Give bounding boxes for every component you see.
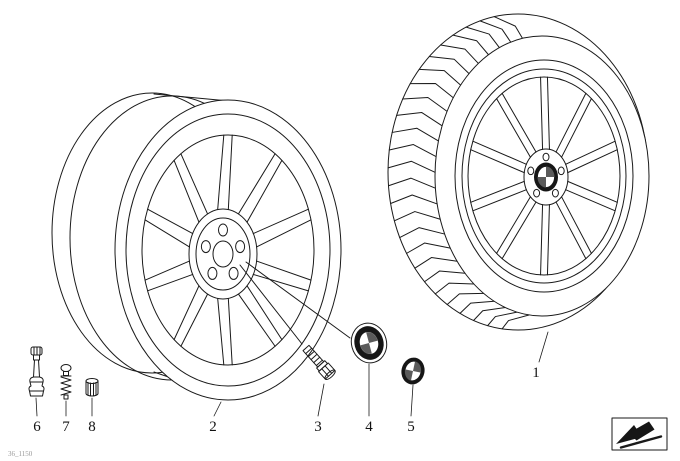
rim-spoke-outer-boundary bbox=[141, 134, 315, 366]
tire-tread-pattern bbox=[387, 16, 530, 330]
hub-cap-drawing bbox=[350, 322, 388, 364]
valve-cap-drawing bbox=[85, 378, 99, 397]
wheel-bolt-drawing bbox=[302, 344, 336, 381]
rim-barrel-top-line bbox=[153, 93, 230, 102]
assembly-axis-lines bbox=[239, 261, 351, 345]
diagram-code: 36_1150 bbox=[8, 450, 33, 458]
callout-3-label[interactable]: 3 bbox=[314, 419, 322, 435]
callout-4[interactable]: 4 bbox=[365, 363, 373, 435]
callout-1[interactable]: 1 bbox=[532, 331, 549, 381]
callout-7[interactable]: 7 bbox=[62, 400, 70, 435]
bmw-roundel-center-cap bbox=[534, 162, 558, 192]
callout-1-label[interactable]: 1 bbox=[532, 365, 540, 381]
wheel-spokes bbox=[470, 76, 618, 276]
rim-flange bbox=[125, 113, 331, 387]
callout-6-label[interactable]: 6 bbox=[33, 419, 41, 435]
rim-hub-ring bbox=[195, 217, 251, 291]
valve-stem-drawing bbox=[28, 346, 45, 397]
callout-2[interactable]: 2 bbox=[209, 401, 222, 435]
callout-8[interactable]: 8 bbox=[88, 397, 96, 435]
rim-lug-holes bbox=[200, 223, 246, 280]
wheel-hub bbox=[523, 148, 569, 206]
rim-spokes bbox=[144, 134, 312, 366]
alloy-wheel-drawing bbox=[51, 92, 342, 401]
wheel-spoke-outer-boundary bbox=[467, 76, 621, 276]
callout-7-label[interactable]: 7 bbox=[62, 419, 70, 435]
wheel-with-tire-drawing bbox=[387, 13, 650, 331]
bmw-emblem-drawing bbox=[401, 357, 425, 385]
wheel-rim-edge bbox=[454, 59, 634, 293]
callout-5[interactable]: 5 bbox=[407, 384, 415, 435]
callout-6[interactable]: 6 bbox=[33, 397, 41, 435]
wheel-rim-flange bbox=[461, 68, 627, 284]
rim-center-bore bbox=[212, 240, 234, 268]
valve-core-drawing bbox=[60, 364, 72, 400]
rim-front-outer-edge bbox=[114, 99, 342, 401]
callout-2-label[interactable]: 2 bbox=[209, 419, 217, 435]
back-arrow-icon[interactable] bbox=[611, 417, 668, 451]
callout-4-label[interactable]: 4 bbox=[365, 419, 373, 435]
wheel-lug-holes bbox=[527, 152, 565, 198]
callout-8-label[interactable]: 8 bbox=[88, 419, 96, 435]
callout-3[interactable]: 3 bbox=[314, 383, 325, 435]
callout-5-label[interactable]: 5 bbox=[407, 419, 415, 435]
rim-hub-outer bbox=[188, 208, 258, 300]
